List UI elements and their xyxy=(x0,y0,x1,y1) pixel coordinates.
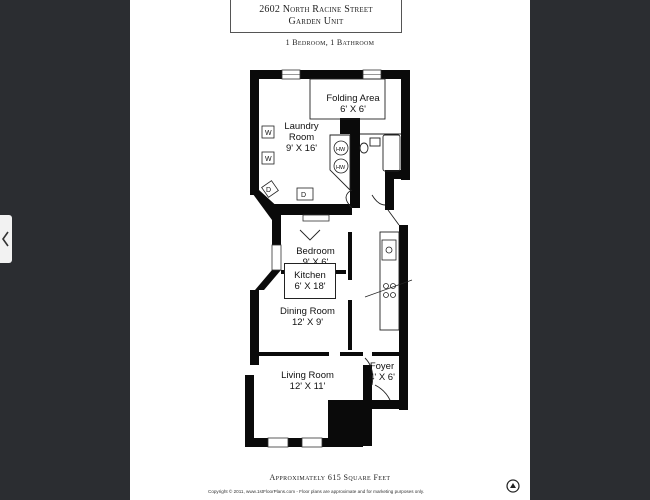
title-address: 2602 North Racine Street xyxy=(259,4,373,15)
previous-image-button[interactable] xyxy=(0,215,12,263)
wall-kitchen-right xyxy=(399,225,408,410)
brand-logo-icon xyxy=(506,479,520,493)
laundry-closet xyxy=(329,134,351,192)
window-living-2 xyxy=(301,437,323,448)
bathtub xyxy=(382,134,401,172)
kitchen-size: 6' X 18' xyxy=(294,281,326,292)
kitchen-counter xyxy=(379,231,400,331)
kitchen-label: Kitchen xyxy=(294,270,326,281)
wall-laundry-right xyxy=(350,118,360,208)
window-bedroom xyxy=(271,244,282,271)
wall-living-left xyxy=(245,375,254,445)
bath-sink xyxy=(369,137,381,147)
wall-kitchen-partition-2 xyxy=(348,300,352,350)
wall-foyer-top xyxy=(372,352,399,356)
svg-text:D: D xyxy=(301,192,306,199)
room-folding-area: Folding Area 6' X 6' xyxy=(326,93,380,115)
wall-right-step-down xyxy=(385,170,394,210)
room-dining: Dining Room 12' X 9' xyxy=(280,306,335,328)
wall-foyer-left xyxy=(363,365,372,446)
room-foyer: Foyer 4' X 6' xyxy=(369,361,395,383)
wall-left-upper xyxy=(250,70,259,195)
stair-block xyxy=(328,400,363,446)
room-living: Living Room 12' X 11' xyxy=(281,370,334,392)
wall-bedroom-left xyxy=(272,215,281,245)
room-bedroom: Bedroom 9' X 6' xyxy=(296,246,335,268)
title-unit: Garden Unit xyxy=(288,16,344,27)
svg-text:W: W xyxy=(265,156,272,163)
square-footage: Approximately 615 Square Feet xyxy=(269,473,391,482)
copyright-text: Copyright © 2011, www.1stFloorPlans.com … xyxy=(208,489,425,494)
window-bedroom-top xyxy=(302,214,330,222)
svg-text:W: W xyxy=(265,130,272,137)
title-box: 2602 North Racine Street Garden Unit xyxy=(230,0,402,33)
room-laundry: Laundry Room 9' X 16' xyxy=(284,121,319,154)
wall-right-upper xyxy=(401,70,410,180)
svg-text:HW: HW xyxy=(336,147,346,153)
wall-dining-living xyxy=(259,352,329,356)
folding-counter xyxy=(309,78,386,120)
subtitle: 1 Bedroom, 1 Bathroom xyxy=(285,38,375,47)
door-bedroom xyxy=(299,229,321,241)
svg-text:HW: HW xyxy=(336,165,346,171)
wall-right-step xyxy=(385,170,410,179)
chevron-left-icon xyxy=(2,231,9,247)
wall-kitchen-partition xyxy=(348,232,352,280)
svg-text:D: D xyxy=(266,187,271,194)
toilet xyxy=(359,142,369,154)
wall-dining-left xyxy=(250,290,259,365)
wall-laundry-bottom xyxy=(272,204,352,215)
wall-dining-living-2 xyxy=(340,352,363,356)
wall-top xyxy=(250,70,410,79)
wall-angled-dining xyxy=(255,270,281,290)
window-living-1 xyxy=(267,437,289,448)
door-arc-laundry xyxy=(345,189,353,209)
room-kitchen-callout: Kitchen 6' X 18' xyxy=(284,263,336,299)
wall-foyer-bottom xyxy=(372,400,408,409)
